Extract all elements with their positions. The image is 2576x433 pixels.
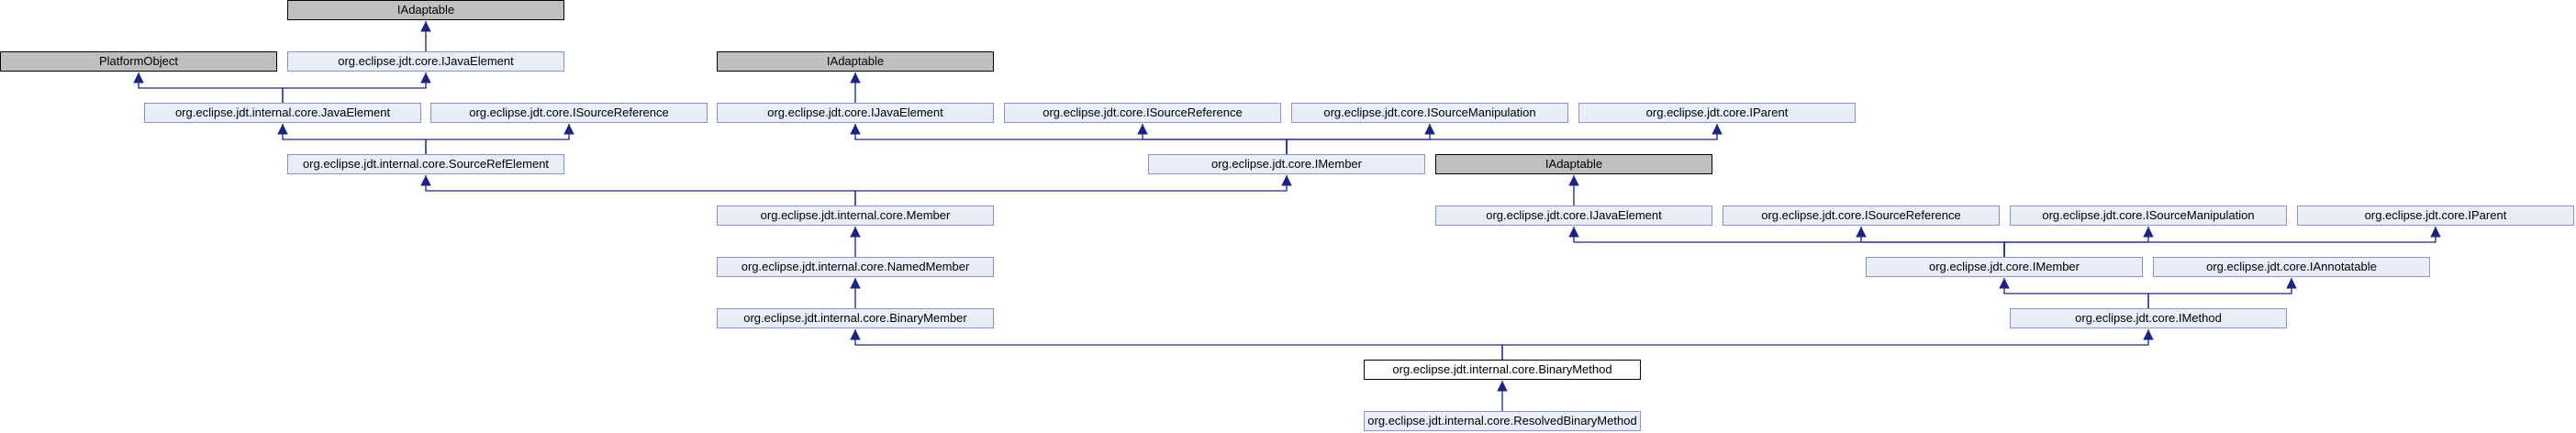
edge-imember_b-to-iparent_b — [2003, 227, 2441, 257]
node-iadaptable-a[interactable]: IAdaptable — [287, 0, 564, 20]
node-resolved-binary-method[interactable]: org.eclipse.jdt.internal.core.ResolvedBi… — [1364, 411, 1641, 431]
node-isourcereference-a[interactable]: org.eclipse.jdt.core.ISourceReference — [430, 103, 708, 123]
node-isourcemanipulation-b[interactable]: org.eclipse.jdt.core.ISourceManipulation — [2010, 205, 2287, 226]
node-source-ref-element[interactable]: org.eclipse.jdt.internal.core.SourceRefE… — [287, 154, 564, 174]
node-isourcemanipulation-a[interactable]: org.eclipse.jdt.core.ISourceManipulation — [1291, 103, 1568, 123]
node-binary-method[interactable]: org.eclipse.jdt.internal.core.BinaryMeth… — [1364, 360, 1641, 380]
node-imethod[interactable]: org.eclipse.jdt.core.IMethod — [2010, 308, 2287, 328]
node-isourcereference-c[interactable]: org.eclipse.jdt.core.ISourceReference — [1723, 205, 2000, 226]
edge-source_ref_element-to-isourcereference_a — [425, 124, 574, 154]
node-iadaptable-b[interactable]: IAdaptable — [717, 51, 994, 72]
edge-imember_a-to-isourcereference_b — [1137, 124, 1288, 154]
edge-java_element-to-platform_object — [133, 72, 284, 103]
edge-java_element-to-ijavaelement_a — [282, 72, 431, 103]
edge-binary_method-to-imethod — [1501, 329, 2154, 360]
node-named-member[interactable]: org.eclipse.jdt.internal.core.NamedMembe… — [717, 257, 994, 277]
node-isourcereference-b[interactable]: org.eclipse.jdt.core.ISourceReference — [1004, 103, 1281, 123]
node-iparent-b[interactable]: org.eclipse.jdt.core.IParent — [2297, 205, 2574, 226]
edge-imethod-to-iannotatable — [2147, 278, 2297, 308]
edge-binary_method-to-binary_member — [850, 329, 1503, 360]
node-ijavaelement-c[interactable]: org.eclipse.jdt.core.IJavaElement — [1435, 205, 1712, 226]
node-imember-a[interactable]: org.eclipse.jdt.core.IMember — [1148, 154, 1425, 174]
edge-imember_a-to-iparent_a — [1286, 124, 1723, 154]
node-member[interactable]: org.eclipse.jdt.internal.core.Member — [717, 205, 994, 226]
node-iannotatable[interactable]: org.eclipse.jdt.core.IAnnotatable — [2153, 257, 2430, 277]
edge-member-to-source_ref_element — [420, 175, 856, 205]
node-imember-b[interactable]: org.eclipse.jdt.core.IMember — [1866, 257, 2143, 277]
edge-imember_b-to-isourcereference_c — [1856, 227, 2005, 257]
node-binary-member[interactable]: org.eclipse.jdt.internal.core.BinaryMemb… — [717, 308, 994, 328]
edge-member-to-imember_a — [854, 175, 1292, 205]
edge-imethod-to-imember_b — [1999, 278, 2149, 308]
node-iparent-a[interactable]: org.eclipse.jdt.core.IParent — [1578, 103, 1856, 123]
node-iadaptable-c[interactable]: IAdaptable — [1435, 154, 1712, 174]
node-ijavaelement-b[interactable]: org.eclipse.jdt.core.IJavaElement — [717, 103, 994, 123]
node-ijavaelement-a[interactable]: org.eclipse.jdt.core.IJavaElement — [287, 51, 564, 72]
edge-source_ref_element-to-java_element — [277, 124, 427, 154]
node-platform-object[interactable]: PlatformObject — [0, 51, 277, 72]
node-java-element[interactable]: org.eclipse.jdt.internal.core.JavaElemen… — [144, 103, 421, 123]
